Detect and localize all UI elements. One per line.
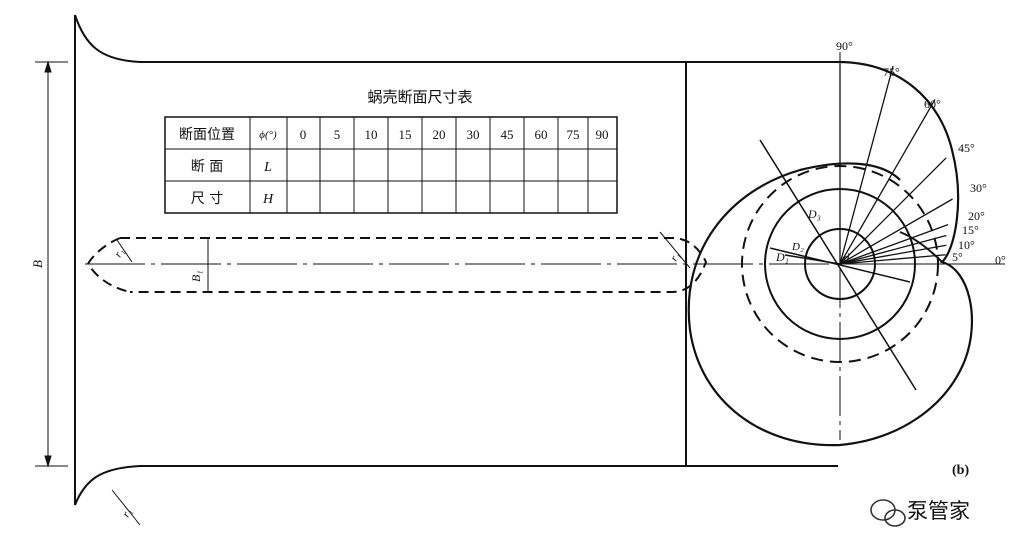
wechat-icon xyxy=(870,499,906,527)
angle-label-5: 5° xyxy=(952,250,963,264)
table-angle-20: 20 xyxy=(433,127,446,142)
table-section-label-1: 断 面 xyxy=(191,159,223,175)
section-table xyxy=(164,116,618,214)
ray-15 xyxy=(839,234,947,265)
table-angle-90: 90 xyxy=(596,127,609,142)
table-row-L: L xyxy=(263,160,272,175)
ray-60 xyxy=(839,99,936,265)
watermark: 泵管家 xyxy=(870,499,970,527)
r1-bottom-leader xyxy=(111,489,141,526)
d-label: d xyxy=(843,250,850,265)
table-title: 蜗壳断面尺寸表 xyxy=(367,88,472,106)
ray-10 xyxy=(839,244,947,265)
ray-5 xyxy=(839,254,946,265)
angle-labels: 90° 75° 60° 45° 30° 20°15°10°5° 0° xyxy=(836,39,1006,267)
housing-outline xyxy=(74,14,838,506)
r1-left-leader xyxy=(116,239,133,263)
angle-label-0: 0° xyxy=(995,253,1006,267)
table-header-label: 断面位置 xyxy=(179,127,235,143)
table-angle-5: 5 xyxy=(334,127,341,142)
table-section-label-2: 尺 寸 xyxy=(191,191,223,207)
table-angle-45: 45 xyxy=(501,127,514,142)
dimension-B1-label: B₁ xyxy=(189,270,203,282)
D3-label: D₃ xyxy=(807,207,821,221)
angle-label-45: 45° xyxy=(958,141,975,155)
discharge-passage xyxy=(86,237,708,293)
r1-right-leader xyxy=(659,231,691,269)
angle-label-75: 75° xyxy=(883,65,900,79)
angle-rays xyxy=(839,64,953,265)
dimension-B xyxy=(35,60,68,468)
ray-75 xyxy=(839,65,894,265)
figure-label: (b) xyxy=(952,463,969,478)
table-angle-60: 60 xyxy=(535,127,548,142)
r1-right-label: r₁ xyxy=(668,250,683,263)
r1-left-label: r₁ xyxy=(112,246,127,259)
table-phi-label: ϕ(°) xyxy=(259,129,277,141)
D2-label: D₂ xyxy=(791,241,804,253)
ray-45 xyxy=(839,157,947,265)
table-angle-15: 15 xyxy=(399,127,412,142)
table-angle-30: 30 xyxy=(467,127,480,142)
watermark-text: 泵管家 xyxy=(907,499,970,523)
table-angle-0: 0 xyxy=(300,127,307,142)
angle-label-90: 90° xyxy=(836,39,853,53)
angle-label-15: 15° xyxy=(962,223,979,237)
angle-label-30: 30° xyxy=(970,181,987,195)
angle-label-10: 10° xyxy=(958,238,975,252)
table-angle-10: 10 xyxy=(365,127,378,142)
angle-label-20: 20° xyxy=(968,209,985,223)
D1-label: D₁ xyxy=(775,250,789,264)
r1-bottom-label: r₁ xyxy=(120,506,135,519)
table-row-H: H xyxy=(262,192,274,207)
angle-label-60: 60° xyxy=(924,97,941,111)
table-angle-headers: 0 5 10 15 20 30 45 60 75 90 xyxy=(300,127,609,142)
table-angle-75: 75 xyxy=(567,127,580,142)
ray-20 xyxy=(839,224,949,265)
ray-30 xyxy=(839,198,953,265)
dimension-B-label: B xyxy=(30,260,45,268)
